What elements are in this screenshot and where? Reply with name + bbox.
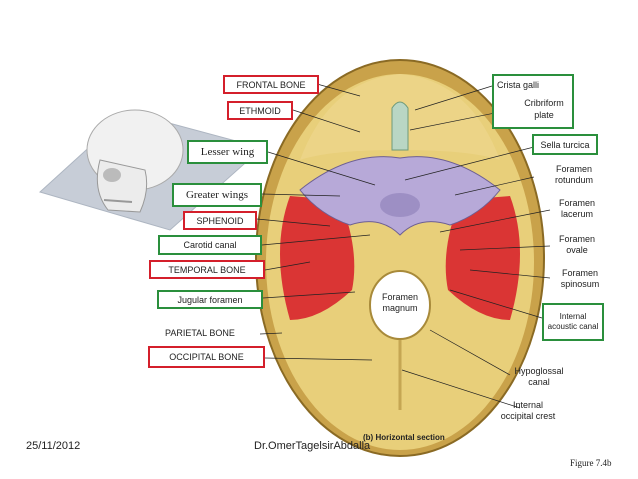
label-internal-acoustic-canal: Internal acoustic canal (542, 303, 604, 341)
label-hypoglossal-canal: Hypoglossal canal (514, 366, 564, 387)
label-cribriform-plate: Cribriform plate (524, 98, 564, 120)
label-internal-occipital-crest: Internal occipital crest (500, 400, 556, 421)
label-parietal-bone: PARIETAL BONE (165, 328, 235, 338)
label-crista-cribriform-box: Crista galli Cribriform plate (492, 74, 574, 129)
label-greater-wings: Greater wings (172, 183, 262, 207)
label-foramen-rotundum: Foramen rotundum (554, 164, 594, 185)
figure-reference: Figure 7.4b (570, 458, 612, 468)
label-foramen-ovale: Foramen ovale (558, 234, 595, 255)
label-carotid-canal: Carotid canal (158, 235, 262, 255)
label-crista-galli: Crista galli (497, 80, 540, 90)
label-frontal-bone: FRONTAL BONE (223, 75, 319, 94)
label-ethmoid: ETHMOID (227, 101, 293, 120)
label-lesser-wing: Lesser wing (187, 140, 268, 164)
figure-caption: (b) Horizontal section (363, 433, 445, 442)
label-occipital-bone: OCCIPITAL BONE (148, 346, 265, 368)
label-foramen-magnum: Foramen magnum (381, 292, 418, 313)
label-foramen-spinosum: Foramen spinosum (560, 268, 600, 289)
label-foramen-lacerum: Foramen lacerum (558, 198, 595, 219)
footer-author: Dr.OmerTagelsirAbdalla (254, 440, 371, 452)
label-sphenoid: SPHENOID (183, 211, 257, 230)
label-temporal-bone: TEMPORAL BONE (149, 260, 265, 279)
label-sella-turcica: Sella turcica (532, 134, 598, 155)
footer-date: 25/11/2012 (26, 440, 81, 452)
label-jugular-foramen: Jugular foramen (157, 290, 263, 309)
